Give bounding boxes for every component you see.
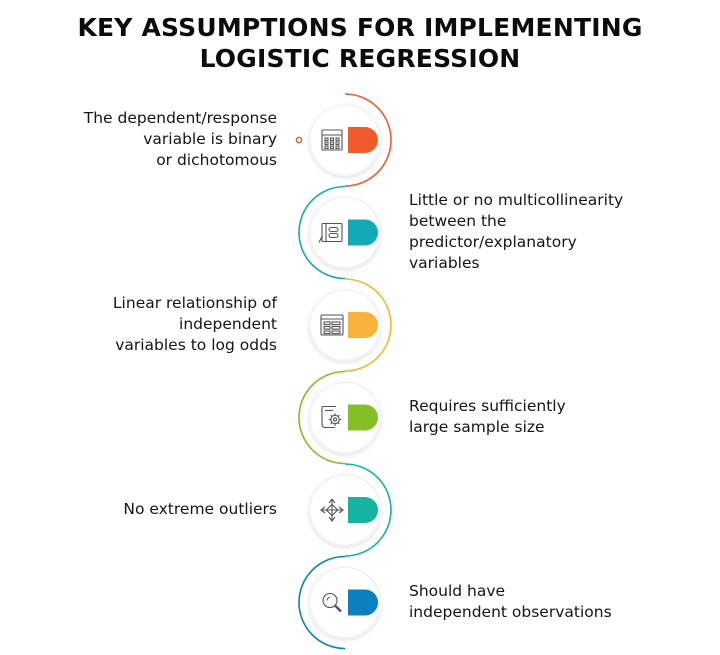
- label-line: variable is binary: [143, 129, 277, 148]
- flow-start-dot: [295, 136, 303, 144]
- connector-arc-3: [344, 278, 392, 372]
- assumption-node-3: [309, 289, 381, 361]
- title-line-1: KEY ASSUMPTIONS FOR IMPLEMENTING: [77, 13, 643, 42]
- label-line: large sample size: [409, 417, 545, 436]
- chart-panel-icon: [318, 222, 343, 243]
- color-tab-6: [348, 589, 378, 616]
- assumption-label-4: Requires sufficiently large sample size: [409, 396, 566, 438]
- label-line: Should have: [409, 581, 506, 600]
- assumption-node-4: [309, 381, 381, 454]
- assumption-label-1: The dependent/response variable is binary…: [84, 108, 277, 171]
- label-line: Little or no multicollinearity: [409, 190, 624, 209]
- color-tab-2: [348, 219, 378, 246]
- label-line: independent observations: [409, 602, 612, 621]
- gear-document-icon: [321, 405, 342, 429]
- assumption-node-1: [309, 104, 381, 176]
- calendar-grid-icon: [321, 129, 343, 151]
- color-tab-4: [348, 404, 378, 431]
- label-line: variables: [409, 253, 480, 272]
- label-line: or dichotomous: [156, 150, 277, 169]
- label-line: Linear relationship of: [112, 293, 277, 312]
- assumption-label-6: Should have independent observations: [409, 581, 612, 623]
- label-line: Requires sufficiently: [409, 396, 566, 415]
- connector-arc-1: [344, 93, 392, 187]
- label-line: independent: [179, 314, 277, 333]
- label-line: between the: [409, 211, 507, 230]
- color-tab-5: [348, 497, 378, 523]
- assumption-node-5: [309, 474, 381, 546]
- color-tab-1: [348, 127, 378, 153]
- magnifier-icon: [322, 592, 342, 613]
- connector-arc-2: [298, 185, 346, 280]
- label-line: predictor/explanatory: [409, 232, 577, 251]
- color-tab-3: [348, 312, 378, 338]
- connector-arc-4: [298, 370, 346, 465]
- connector-arc-5: [344, 463, 392, 557]
- assumption-label-3: Linear relationship of independent variabl…: [113, 293, 277, 356]
- assumption-node-2: [309, 196, 381, 269]
- assumption-label-2: Little or no multicollinearity between th…: [409, 190, 623, 274]
- label-line: No extreme outliers: [123, 499, 277, 518]
- arrows-expand-icon: [320, 498, 344, 522]
- table-window-icon: [320, 314, 344, 336]
- assumption-label-5: No extreme outliers: [123, 499, 277, 520]
- label-line: variables to log odds: [115, 335, 277, 354]
- title-line-2: LOGISTIC REGRESSION: [199, 44, 521, 73]
- page-title: KEY ASSUMPTIONS FOR IMPLEMENTING LOGISTI…: [0, 12, 720, 74]
- label-line: The dependent/response: [83, 108, 277, 127]
- assumption-node-6: [309, 566, 381, 639]
- connector-arc-6: [298, 555, 346, 650]
